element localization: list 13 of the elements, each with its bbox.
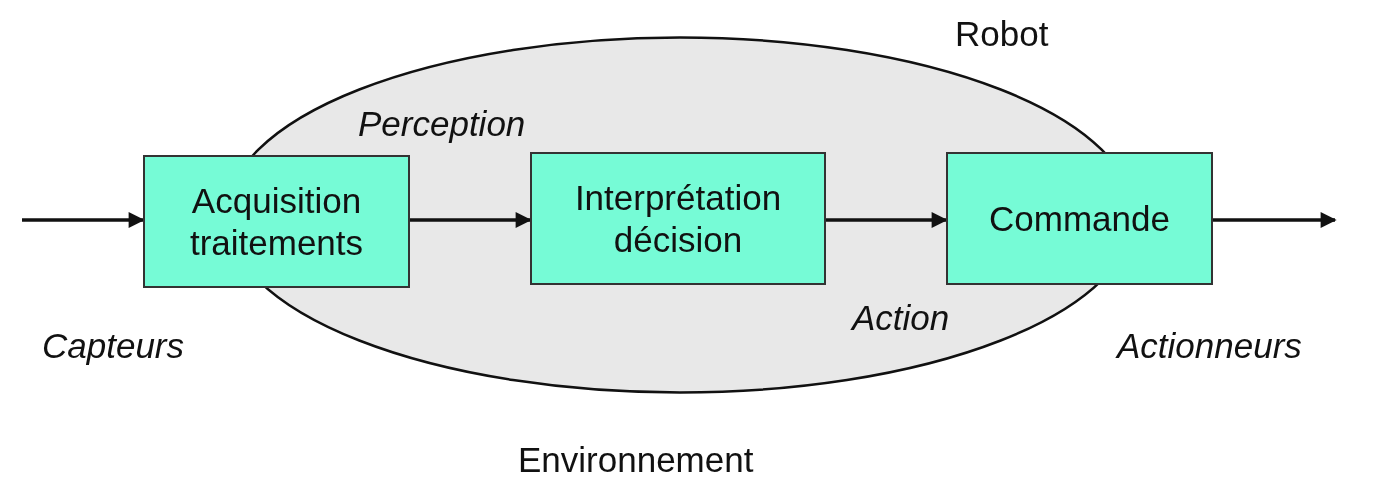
input-label: Capteurs [42, 326, 185, 366]
section-label: Perception [358, 104, 526, 144]
process-box: Commande [946, 152, 1213, 285]
arrow [826, 212, 948, 228]
section-label: Action [852, 298, 950, 338]
robot-heading: Robot [955, 14, 1049, 54]
process-box: Acquisition traitements [143, 155, 410, 288]
output-label: Actionneurs [1117, 326, 1302, 366]
process-box: Interprétation décision [530, 152, 826, 285]
arrow [22, 212, 145, 228]
arrow [410, 212, 532, 228]
arrow [1213, 212, 1337, 228]
environment-label: Environnement [518, 440, 754, 480]
